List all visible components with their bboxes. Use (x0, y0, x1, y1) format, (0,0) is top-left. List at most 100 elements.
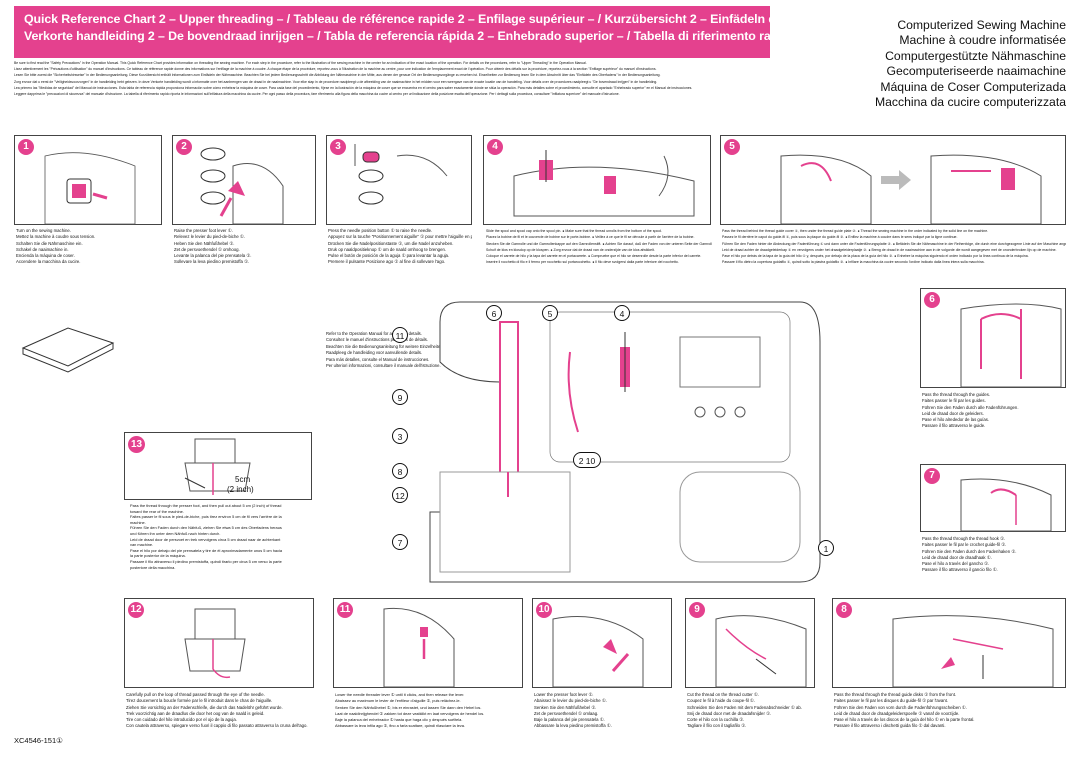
location-marker: 5 (542, 305, 558, 321)
power-switch-illustration (44, 152, 136, 225)
product-title: Machine à coudre informatisée (899, 33, 1066, 48)
text-line: Pulse el botón de posición de la aguja ①… (328, 253, 450, 259)
location-marker: 7 (392, 534, 408, 550)
text-line: Slide the spool and spool cap onto the s… (486, 229, 663, 233)
threader-lever-illustration (383, 607, 455, 688)
step-text-5: Pass the thread behind the thread guide … (722, 228, 1066, 266)
step-number: 5 (724, 139, 740, 155)
text-line: Abbassare la leva piedino premistoffa ①. (534, 723, 612, 729)
text-line: Stecken Sie die Garnrolle und die Garnro… (486, 241, 712, 246)
step-text-11: Lower the needle threader lever ① until … (335, 692, 523, 730)
text-line: Leid de draad door de persvoet en trek v… (130, 536, 281, 542)
intro-line: Lisez attentivement les "Précautions d'u… (14, 67, 657, 72)
text-line: Placez la bobine de fil et le couvercle … (486, 235, 695, 240)
step-panel-9: 9 (685, 598, 815, 688)
text-line: Führen Sie den Faden durch den Fadenhake… (922, 548, 1017, 554)
banner-line-2: Verkorte handleiding 2 – De bovendraad i… (24, 29, 770, 43)
text-line: Pase el hilo a través de los discos de l… (834, 717, 975, 723)
step-text-12: Carefully pull on the loop of thread pas… (126, 692, 314, 730)
text-line: machine. (130, 519, 146, 525)
text-line: Refer to the Operation Manual for additi… (326, 331, 422, 336)
intro-line: Zorg ervoor dat u eerst de "Veiligheidsv… (14, 79, 658, 84)
text-line: Encienda la máquina de coser. (16, 253, 75, 259)
text-line: la parte posterior de la máquina. (130, 553, 186, 559)
step-number: 12 (128, 602, 144, 618)
step-panel-5: 5 (720, 135, 1066, 225)
text-line: Zet de persvoethendel ① omhoog. (174, 246, 240, 252)
text-line: Tirez doucement la boucle formée par le … (126, 698, 273, 704)
title-banner: Quick Reference Chart 2 – Upper threadin… (14, 6, 770, 58)
step-text-13: Pass the thread through the presser foot… (130, 503, 314, 570)
product-title: Computergestützte Nähmaschine (885, 48, 1066, 63)
step-panel-2: 2 (172, 135, 316, 225)
text-line: Coloque el carrete de hilo y la tapa del… (486, 254, 702, 259)
text-line: Passare il filo attraverso il piedino pr… (130, 558, 282, 564)
thread-guide-illustration (780, 154, 1042, 225)
text-line: Pass the thread behind the thread guide … (722, 229, 989, 233)
step-number: 6 (924, 292, 940, 308)
location-marker: 9 (392, 389, 408, 405)
text-line: Pass the thread through the guides. (922, 392, 991, 397)
step-panel-7: 7 (920, 464, 1066, 532)
presser-foot-illustration (184, 438, 251, 495)
text-line: Press the needle position button ① to ra… (328, 228, 433, 233)
step-number: 7 (924, 468, 940, 484)
location-marker: 4 (614, 305, 630, 321)
text-line: Para más detalles, consulte el Manual de… (326, 356, 430, 362)
text-line: toward the rear of the machine. (130, 508, 184, 514)
step-text-7: Pass the thread through the thread hook … (922, 536, 1066, 574)
text-line: Per ulteriori informazioni, consultare i… (326, 363, 441, 369)
step-number: 2 (176, 139, 192, 155)
step-panel-8: 8 (832, 598, 1066, 688)
text-line: Faites passer le fil par les guides. (922, 398, 986, 404)
location-marker: 12 (392, 487, 408, 503)
document-code: XC4546-151① (14, 736, 63, 745)
text-line: Abaissez au maximum le levier de l'enfil… (335, 698, 461, 704)
text-line: Sollevare la leva piedino premistoffa ①. (174, 259, 250, 265)
text-line: van machine. (130, 542, 154, 548)
text-line: Schalten Sie die Nähmaschine ein. (16, 240, 83, 246)
product-title: Computerized Sewing Machine (897, 18, 1066, 32)
text-line: Heben Sie den Nähfußhebel ①. (174, 240, 235, 246)
text-line: Cut the thread on the thread cutter ①. (687, 692, 759, 697)
text-line: Drücken Sie die Nadelpositionstaste ①, u… (328, 240, 454, 246)
text-line: Leid de draad door de draadhaak ①. (922, 554, 992, 560)
product-title: Macchina da cucire computerizzata (874, 95, 1066, 110)
intro-line: Leggere dapprima le "precauzioni di sicu… (14, 92, 620, 97)
text-line: Schneiden Sie den Faden mit dem Fadenabs… (687, 704, 802, 710)
intro-text: Be sure to first read the "Safety Precau… (14, 60, 1064, 97)
text-line: Passare il filo dietro la copertura guid… (722, 260, 985, 265)
step-text-6: Pass the thread through the guides. Fait… (922, 392, 1066, 430)
text-line: Senken Sie den Nähfußhebel ①, bis er ein… (335, 704, 482, 710)
text-line: Raadpleeg de handleiding voor aanvullend… (326, 350, 423, 356)
step-number: 1 (18, 139, 34, 155)
text-line: Schakel de naaimachine in. (16, 246, 69, 252)
text-line: Führen Sie den Faden hinter die Abdeckun… (722, 241, 1066, 246)
lower-lever-illustration (552, 616, 644, 688)
step-number: 8 (836, 602, 852, 618)
location-marker: 1 (818, 540, 834, 556)
text-line: Pase el hilo por detrás de la tapa de la… (722, 254, 1029, 259)
product-titles: Computerized Sewing Machine Machine à co… (800, 18, 1066, 110)
text-line: Faites passer le fil par les disques du … (834, 698, 949, 704)
text-line: Pase el hilo a través del gancho ①. (922, 561, 990, 567)
text-line: und führen ihn unter dem Nähfuß nach hin… (130, 530, 221, 536)
location-marker: 11 (392, 327, 408, 343)
spool-illustration (513, 150, 695, 217)
text-line: Abbassare la leva infila ago ①, fino a f… (335, 723, 466, 729)
text-line: Relevez le levier du pied-de-biche ①. (174, 234, 245, 240)
text-line: Faites passer le fil par le crochet guid… (922, 542, 1007, 548)
step-number: 3 (330, 139, 346, 155)
step-number: 13 (128, 436, 145, 453)
thread-hook-illustration (960, 478, 1052, 532)
needle-loop-illustration (184, 608, 246, 679)
step-panel-6: 6 (920, 288, 1066, 388)
step-number: 11 (337, 602, 353, 618)
presser-lever-illustration (200, 147, 284, 225)
step-number: 10 (536, 602, 552, 618)
product-title: Gecomputeriseerde naaimachine (886, 64, 1066, 79)
text-line: Beachten Sie die Bedienungsanleitung für… (326, 343, 444, 349)
step-number: 4 (487, 139, 503, 155)
text-line: Passare il filo attraverso i dischetti g… (834, 723, 946, 729)
intro-line: Lea primero las "Medidas de seguridad" d… (14, 85, 693, 90)
